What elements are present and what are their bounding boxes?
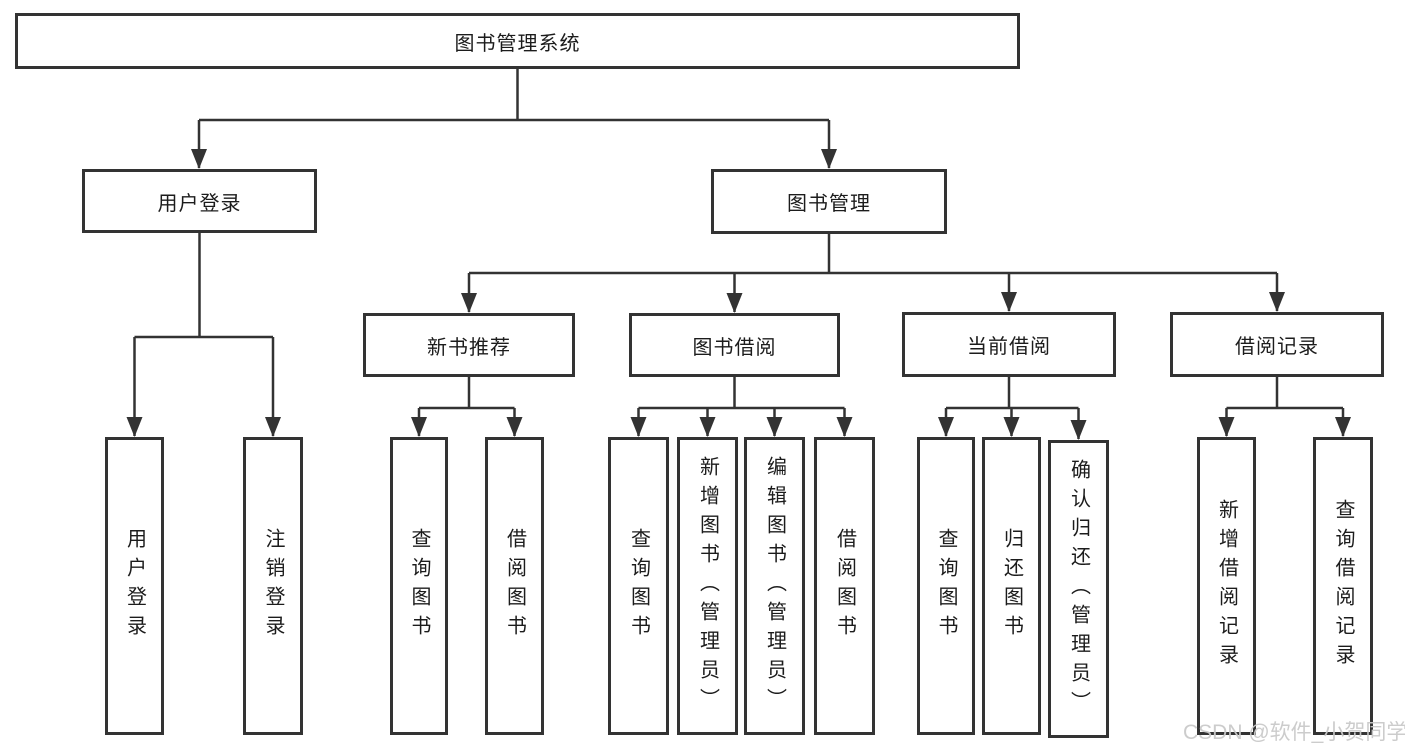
node-library-system: 图书管理系统 [15, 13, 1020, 69]
leaf-confirm-return-admin: 确认归还（管理员） [1048, 440, 1109, 738]
leaf-query-books-current-label: 查询图书 [935, 528, 957, 644]
node-library-system-label: 图书管理系统 [454, 32, 581, 55]
node-new-book-recommend: 新书推荐 [363, 313, 575, 377]
node-user-login-label: 用户登录 [157, 192, 242, 215]
leaf-add-borrow-record: 新增借阅记录 [1197, 437, 1256, 735]
node-user-login: 用户登录 [82, 169, 317, 233]
leaf-borrow-books-recommend: 借阅图书 [485, 437, 544, 735]
csdn-watermark: CSDN @软件_小贺同学 [1183, 721, 1405, 744]
leaf-add-books-admin: 新增图书（管理员） [677, 437, 738, 735]
leaf-query-books-recommend-label: 查询图书 [408, 528, 430, 644]
leaf-query-borrow-record: 查询借阅记录 [1313, 437, 1373, 735]
node-borrow-records-label: 借阅记录 [1235, 336, 1319, 358]
node-borrow-records: 借阅记录 [1170, 312, 1384, 377]
leaf-add-borrow-record-label: 新增借阅记录 [1215, 499, 1238, 673]
leaf-edit-books-admin-label: 编辑图书（管理员） [763, 455, 786, 717]
node-current-borrow-label: 当前借阅 [967, 336, 1051, 358]
node-current-borrow: 当前借阅 [902, 312, 1116, 377]
leaf-query-books-current: 查询图书 [917, 437, 975, 735]
leaf-edit-books-admin: 编辑图书（管理员） [744, 437, 805, 735]
leaf-query-books-borrow: 查询图书 [608, 437, 669, 735]
leaf-logout: 注销登录 [243, 437, 303, 735]
leaf-user-login: 用户登录 [105, 437, 164, 735]
leaf-query-books-borrow-label: 查询图书 [627, 528, 650, 644]
node-book-borrow: 图书借阅 [629, 313, 840, 377]
leaf-borrow-books: 借阅图书 [814, 437, 875, 735]
leaf-query-books-recommend: 查询图书 [390, 437, 448, 735]
leaf-confirm-return-admin-label: 确认归还（管理员） [1067, 458, 1090, 720]
leaf-query-borrow-record-label: 查询借阅记录 [1332, 499, 1354, 673]
leaf-borrow-books-label: 借阅图书 [833, 528, 856, 644]
node-book-borrow-label: 图书借阅 [692, 336, 777, 359]
leaf-user-login-label: 用户登录 [123, 528, 146, 644]
leaf-logout-label: 注销登录 [262, 528, 284, 644]
node-new-book-recommend-label: 新书推荐 [427, 336, 511, 359]
leaf-return-books-label: 归还图书 [1000, 528, 1023, 644]
node-book-management-label: 图书管理 [787, 193, 871, 215]
node-book-management: 图书管理 [711, 169, 947, 234]
leaf-add-books-admin-label: 新增图书（管理员） [696, 455, 719, 717]
leaf-borrow-books-recommend-label: 借阅图书 [503, 528, 526, 644]
leaf-return-books: 归还图书 [982, 437, 1041, 735]
